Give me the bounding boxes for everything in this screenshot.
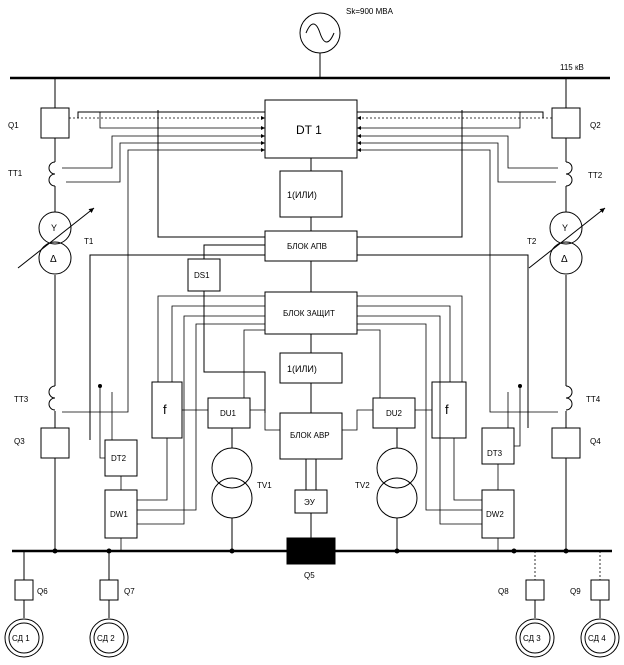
block-ds1 [187, 258, 221, 292]
block-or-mid-label: 1(ИЛИ) [287, 364, 317, 374]
vt-tv1-label: TV1 [257, 481, 272, 490]
block-apv [264, 230, 358, 262]
current-transformer-tt4-icon [565, 385, 573, 411]
voltage-transformer-tv2-icon [376, 447, 418, 519]
block-eu [294, 489, 328, 514]
breaker-q3-label: Q3 [14, 437, 25, 446]
block-dt1-label: DT 1 [296, 123, 322, 137]
block-avr-label: БЛОК АВР [290, 431, 330, 440]
ct-tt1-label: TT1 [8, 169, 23, 178]
block-du1 [207, 397, 251, 429]
motor-sd1 [4, 618, 44, 658]
block-du2-label: DU2 [386, 409, 403, 418]
block-or-top-label: 1(ИЛИ) [287, 190, 317, 200]
block-ds1-label: DS1 [194, 271, 210, 280]
power-transformer-t2-icon: Y Δ [528, 207, 606, 275]
source-label: Sk=900 MBA [346, 7, 394, 16]
block-or-mid [279, 352, 343, 384]
block-f-right-label: f [445, 402, 449, 417]
motor-sd2-label: СД 2 [97, 634, 115, 643]
block-dt3 [481, 427, 515, 465]
breaker-q5-label: Q5 [304, 571, 315, 580]
hv-bus-label: 115 кВ [560, 63, 584, 72]
block-apv-label: БЛОК АПВ [287, 242, 327, 251]
current-transformer-tt3-icon [48, 385, 56, 411]
block-zashit [264, 291, 358, 335]
transformer-t1-label: T1 [84, 237, 94, 246]
motor-sd4 [580, 618, 620, 658]
svg-text:Y: Y [51, 223, 57, 233]
svg-text:Δ: Δ [561, 254, 568, 265]
current-transformer-tt1-icon [48, 161, 56, 187]
breaker-q1-label: Q1 [8, 121, 19, 130]
voltage-transformer-tv1-icon [211, 447, 253, 519]
block-dt2-label: DT2 [111, 454, 127, 463]
motor-sd1-label: СД 1 [12, 634, 30, 643]
breaker-q9-label: Q9 [570, 587, 581, 596]
block-zashit-label: БЛОК ЗАЩИТ [283, 309, 335, 318]
ct-tt4-label: TT4 [586, 395, 601, 404]
block-du2 [372, 397, 416, 429]
breaker-q7 [99, 579, 119, 601]
motor-sd4-label: СД 4 [588, 634, 606, 643]
block-f-right [431, 381, 467, 439]
breaker-q6-label: Q6 [37, 587, 48, 596]
block-f-left [151, 381, 183, 439]
breaker-q5 [286, 537, 336, 565]
ct-tt2-label: TT2 [588, 171, 603, 180]
breaker-q8-label: Q8 [498, 587, 509, 596]
block-or-top [279, 170, 343, 218]
motor-sd3 [515, 618, 555, 658]
vt-tv2-label: TV2 [355, 481, 370, 490]
block-dw1-label: DW1 [110, 510, 128, 519]
current-transformer-tt2-icon [565, 161, 573, 187]
breaker-q2 [551, 107, 581, 139]
power-transformer-t1-icon: Y Δ [17, 207, 95, 275]
breaker-q4 [551, 427, 581, 459]
svg-text:Y: Y [562, 223, 568, 233]
motor-sd2 [89, 618, 129, 658]
block-eu-label: ЭУ [304, 498, 316, 507]
breaker-q4-label: Q4 [590, 437, 601, 446]
block-dw2 [481, 489, 515, 539]
block-f-left-label: f [163, 402, 167, 417]
breaker-q9 [590, 579, 610, 601]
breaker-q7-label: Q7 [124, 587, 135, 596]
block-dt3-label: DT3 [487, 449, 503, 458]
generator-source-icon [299, 12, 341, 54]
svg-text:Δ: Δ [50, 254, 57, 265]
breaker-q3 [40, 427, 70, 459]
block-dw2-label: DW2 [486, 510, 504, 519]
block-du1-label: DU1 [220, 409, 237, 418]
breaker-q1 [40, 107, 70, 139]
block-avr [279, 412, 343, 460]
breaker-q6 [14, 579, 34, 601]
breaker-q8 [525, 579, 545, 601]
ct-tt3-label: TT3 [14, 395, 29, 404]
motor-sd3-label: СД 3 [523, 634, 541, 643]
transformer-t2-label: T2 [527, 237, 537, 246]
breaker-q2-label: Q2 [590, 121, 601, 130]
